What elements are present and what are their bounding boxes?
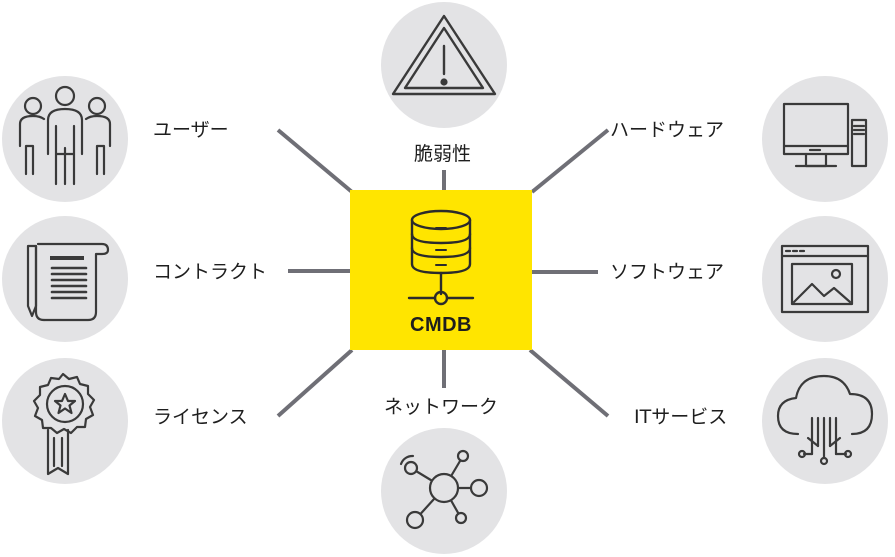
cloud-service-icon bbox=[776, 374, 874, 466]
label-contracts: コントラクト bbox=[153, 261, 268, 283]
contracts-node bbox=[2, 216, 128, 342]
computer-icon bbox=[782, 102, 868, 168]
software-node bbox=[762, 216, 888, 342]
software-window-icon bbox=[780, 244, 870, 314]
connector-users bbox=[276, 128, 354, 194]
cmdb-title: CMDB bbox=[410, 314, 472, 336]
database-icon bbox=[407, 209, 475, 306]
hardware-node bbox=[762, 76, 888, 202]
it-services-node bbox=[762, 358, 888, 484]
network-node bbox=[381, 428, 507, 554]
warning-icon bbox=[391, 14, 497, 96]
label-licenses: ライセンス bbox=[153, 406, 248, 428]
label-vulnerability: 脆弱性 bbox=[414, 143, 472, 165]
connector-licenses bbox=[276, 348, 354, 418]
users-icon bbox=[18, 85, 112, 186]
label-users: ユーザー bbox=[153, 119, 229, 141]
label-network: ネットワーク bbox=[384, 396, 499, 418]
cmdb-box: CMDB bbox=[350, 190, 532, 350]
licenses-node bbox=[2, 358, 128, 484]
connector-hardware bbox=[530, 128, 610, 194]
label-software: ソフトウェア bbox=[610, 261, 725, 283]
vulnerability-node bbox=[381, 2, 507, 128]
license-badge-icon bbox=[32, 372, 96, 476]
network-icon bbox=[399, 449, 489, 530]
contract-icon bbox=[26, 242, 110, 322]
users-node bbox=[2, 76, 128, 202]
label-hardware: ハードウェア bbox=[610, 119, 725, 141]
label-it-services: ITサービス bbox=[634, 406, 728, 428]
connector-it-services bbox=[528, 348, 610, 418]
